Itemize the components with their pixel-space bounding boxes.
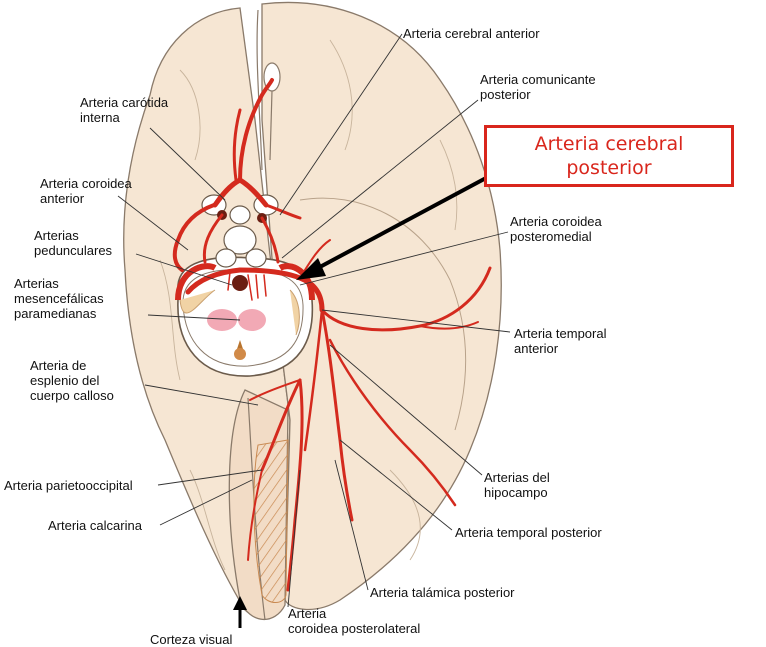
label-temporal-anterior: Arteria temporal anterior xyxy=(514,326,606,356)
label-cerebral-anterior: Arteria cerebral anterior xyxy=(403,26,540,41)
label-corteza-visual: Corteza visual xyxy=(150,632,232,647)
label-coroidea-anterior: Arteria coroidea anterior xyxy=(40,176,132,206)
callout-title: Arteria cerebral posterior xyxy=(535,132,684,180)
label-coroidea-posterolateral: Arteria coroidea posterolateral xyxy=(288,606,420,636)
label-carotida-interna: Arteria carótida interna xyxy=(80,95,168,125)
label-esplenio: Arteria de esplenio del cuerpo calloso xyxy=(30,358,114,403)
label-parietooccipital: Arteria parietooccipital xyxy=(4,478,133,493)
highlight-callout-box: Arteria cerebral posterior xyxy=(484,125,734,187)
label-pedunculares: Arterias pedunculares xyxy=(34,228,112,258)
label-calcarina: Arteria calcarina xyxy=(48,518,142,533)
label-comunicante-posterior: Arteria comunicante posterior xyxy=(480,72,596,102)
label-talamica-posterior: Arteria talámica posterior xyxy=(370,585,515,600)
label-mesencefalicas: Arterias mesencefálicas paramedianas xyxy=(14,276,104,321)
label-hipocampo: Arterias del hipocampo xyxy=(484,470,550,500)
label-coroidea-posteromedial: Arteria coroidea posteromedial xyxy=(510,214,602,244)
label-temporal-posterior: Arteria temporal posterior xyxy=(455,525,602,540)
visual-cortex-area xyxy=(254,440,288,603)
